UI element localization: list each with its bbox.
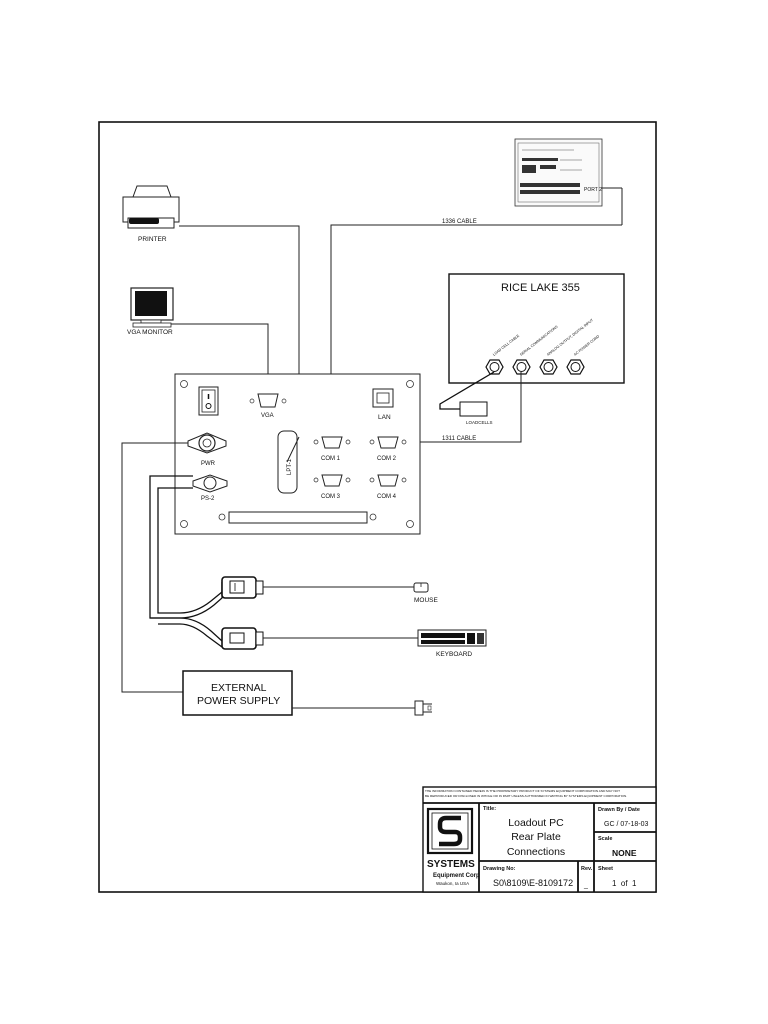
- power-switch: [198, 386, 219, 416]
- vga-port: [249, 393, 287, 408]
- com2-label: COM 2: [377, 456, 397, 462]
- cable-1311-line: [404, 372, 522, 443]
- load-cell-cable: [439, 371, 495, 410]
- loadcells-box: [459, 401, 488, 417]
- disclaimer-line-2: BE REPRODUCED OR DISCLOSED IN WHOLE OR I…: [425, 794, 627, 798]
- scale-label: Scale: [598, 836, 612, 842]
- drawn-by-value: GC / 07-18-03: [604, 821, 648, 828]
- title-line-3: Connections: [507, 846, 565, 858]
- printer-cable: [179, 225, 300, 437]
- company-name: SYSTEMS: [427, 859, 475, 870]
- expansion-slot: [218, 511, 377, 524]
- title-block: [422, 786, 657, 893]
- power-supply-cable: [121, 442, 188, 693]
- sheet-label: Sheet: [598, 866, 613, 872]
- title-label: Title:: [483, 806, 496, 812]
- power-supply-line-2: POWER SUPPLY: [197, 695, 280, 707]
- com3-label: COM 3: [321, 494, 341, 500]
- com4-label: COM 4: [377, 494, 397, 500]
- pwr-connector: [187, 432, 227, 454]
- plc-module: PORT 2: [514, 138, 603, 207]
- pwr-label: PWR: [201, 461, 216, 467]
- title-line-1: Loadout PC: [508, 817, 564, 829]
- mouse-label: MOUSE: [414, 597, 439, 604]
- cable-1336-line: [330, 224, 622, 437]
- lan-port-label: LAN: [378, 414, 391, 421]
- vga-monitor-label: VGA MONITOR: [127, 329, 173, 336]
- cable-1336-label: 1336 CABLE: [442, 219, 477, 225]
- vga-cable: [171, 323, 269, 393]
- keyboard-icon: [417, 629, 487, 647]
- plate-screws: [180, 380, 414, 528]
- keyboard-plug: [221, 627, 264, 650]
- power-supply-line-1: EXTERNAL: [211, 682, 267, 694]
- drawn-by-label: Drawn By / Date: [598, 807, 640, 813]
- indicator-gland-connectors: [485, 359, 585, 375]
- mouse-icon: [413, 582, 429, 593]
- scale-value: NONE: [612, 848, 637, 858]
- ac-plug-icon: [414, 700, 432, 716]
- com1-label: COM 1: [321, 456, 341, 462]
- lan-port: [372, 388, 394, 408]
- rice-lake-indicator: [448, 273, 625, 384]
- external-power-supply: [182, 670, 293, 716]
- keyboard-label: KEYBOARD: [436, 651, 472, 658]
- rice-lake-title: RICE LAKE 355: [501, 282, 580, 294]
- company-subtitle: Equipment Corp: [433, 873, 480, 879]
- cable-1311-label: 1311 CABLE: [442, 436, 476, 442]
- rev-value: _: [583, 882, 588, 889]
- drawing-no-label: Drawing No:: [483, 866, 516, 872]
- ps2-label: PS-2: [201, 496, 215, 502]
- company-location: Waukon, Ia USA: [436, 881, 469, 886]
- disclaimer-line-1: THE INFORMATION CONTAINED HEREIN IS THE …: [425, 789, 620, 793]
- vga-monitor-icon: [130, 287, 174, 328]
- ps2-connector: [192, 474, 228, 493]
- lpt1-label: LPT-1: [287, 458, 293, 475]
- rev-label: Rev.: [581, 866, 593, 872]
- ps2-y-cable: [149, 475, 223, 648]
- com-ports: [313, 436, 407, 487]
- printer-label: PRINTER: [138, 236, 167, 243]
- printer-icon: [122, 185, 180, 229]
- loadcells-label: LOADCELLS: [466, 420, 493, 425]
- mouse-plug: [221, 576, 264, 599]
- vga-port-label: VGA: [261, 413, 274, 419]
- drawing-no-value: S0\8109\E-8109172: [493, 878, 573, 888]
- title-line-2: Rear Plate: [511, 831, 561, 843]
- sheet-value: 1 of 1: [612, 879, 637, 888]
- port-2-label: PORT 2: [584, 187, 602, 193]
